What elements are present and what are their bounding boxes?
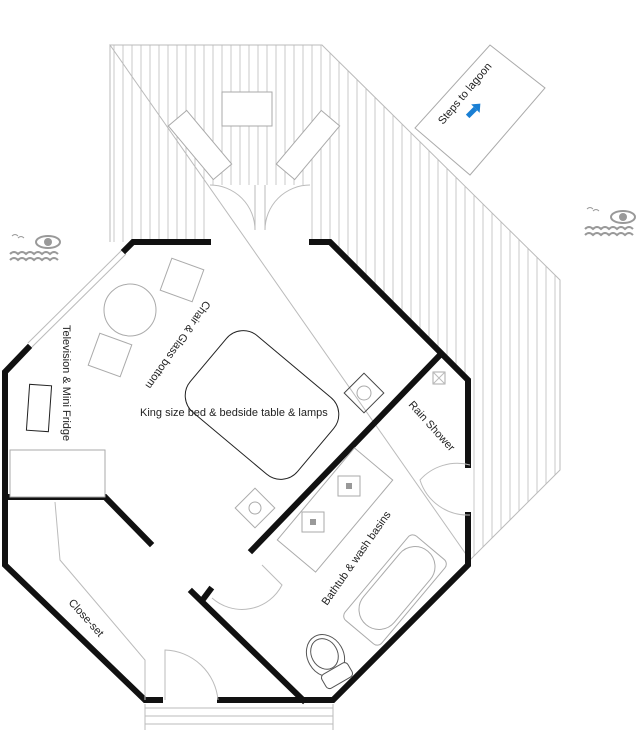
- deck-outline: [109, 44, 561, 561]
- tv-label: Television & Mini Fridge: [60, 325, 72, 441]
- lagoon-view-icon-right: [584, 207, 636, 237]
- bed-label: King size bed & bedside table & lamps: [140, 407, 328, 419]
- toilet: [305, 634, 354, 690]
- deck-furniture: [167, 91, 341, 231]
- tv: [25, 383, 53, 433]
- entry-steps: [144, 704, 334, 730]
- shower-label: Rain Shower: [406, 399, 457, 454]
- arrow-icon: [465, 103, 481, 119]
- bed: [184, 330, 340, 480]
- furniture: [9, 257, 471, 701]
- lagoon-view-icon-left: [9, 234, 61, 262]
